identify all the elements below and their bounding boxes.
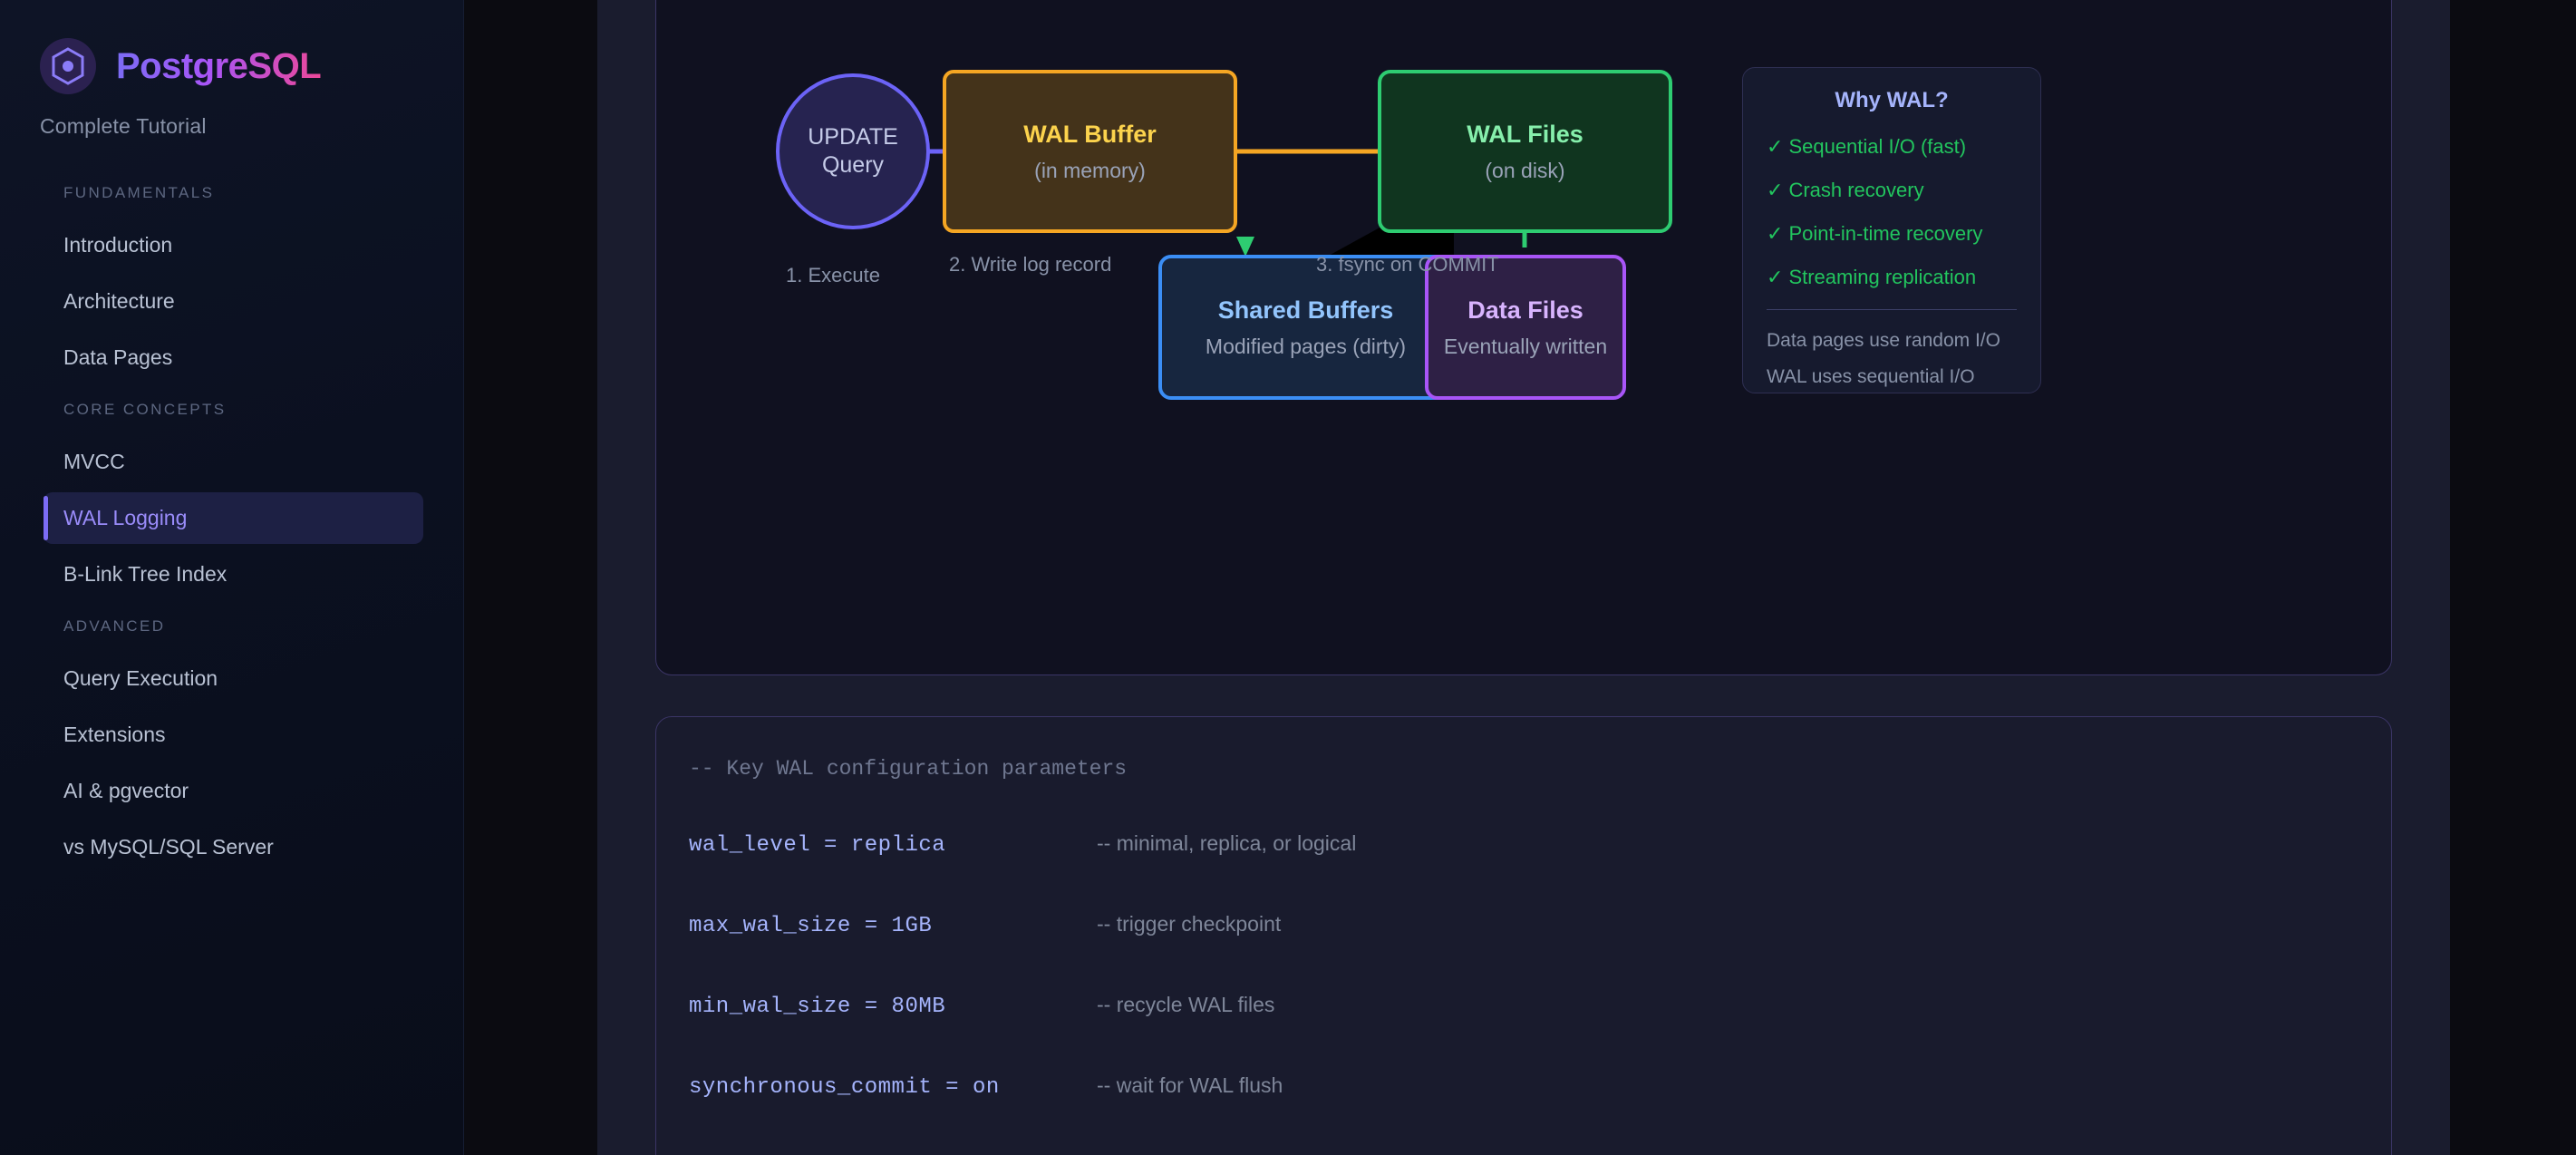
- why-wal-benefit-label: Point-in-time recovery: [1788, 222, 1983, 245]
- node-wal-files-title: WAL Files: [1467, 120, 1583, 148]
- why-wal-benefit: ✓Sequential I/O (fast): [1767, 135, 2017, 159]
- why-wal-benefit-label: Crash recovery: [1788, 179, 1924, 201]
- why-wal-card: Why WAL? ✓Sequential I/O (fast) ✓Crash r…: [1742, 67, 2041, 393]
- code-comment: -- recycle WAL files: [1097, 993, 1275, 1016]
- edge-label-write-log-record: 2. Write log record: [949, 253, 1112, 276]
- code-comment: -- trigger checkpoint: [1097, 912, 1282, 936]
- node-shared-buffers[interactable]: Shared Buffers Modified pages (dirty): [1158, 255, 1453, 400]
- node-wal-buffer-subtitle: (in memory): [1034, 159, 1146, 183]
- node-wal-files-subtitle: (on disk): [1485, 159, 1565, 183]
- why-wal-benefit: ✓Point-in-time recovery: [1767, 222, 2017, 246]
- edge-label-fsync-on-commit: 3. fsync on COMMIT: [1316, 253, 1499, 276]
- code-row: max_wal_size = 1GB -- trigger checkpoint: [689, 912, 2364, 938]
- why-wal-benefit-label: Sequential I/O (fast): [1788, 135, 1967, 158]
- check-icon: ✓: [1767, 222, 1784, 245]
- check-icon: ✓: [1767, 179, 1784, 201]
- brand[interactable]: PostgreSQL: [0, 0, 463, 94]
- code-setting: synchronous_commit = on: [689, 1075, 1000, 1100]
- node-shared-buffers-title: Shared Buffers: [1217, 296, 1394, 324]
- node-update-query-subtitle: Query: [821, 152, 885, 178]
- code-row: synchronous_commit = on -- wait for WAL …: [689, 1073, 2364, 1100]
- wal-diagram-panel: UPDATE Query WAL Buffer (in memory) WAL …: [655, 0, 2392, 675]
- sidebar-item-introduction[interactable]: Introduction: [63, 233, 173, 257]
- node-wal-files[interactable]: WAL Files (on disk): [1378, 70, 1672, 233]
- sidebar-item-architecture[interactable]: Architecture: [63, 289, 175, 313]
- why-wal-benefit: ✓Crash recovery: [1767, 179, 2017, 202]
- wal-flow-diagram: UPDATE Query WAL Buffer (in memory) WAL …: [656, 0, 2391, 675]
- node-data-files-subtitle: Eventually written: [1443, 335, 1608, 359]
- sidebar-item-data-pages[interactable]: Data Pages: [63, 345, 173, 369]
- node-data-files[interactable]: Data Files Eventually written: [1425, 255, 1626, 400]
- sidebar-item-query-execution[interactable]: Query Execution: [63, 666, 218, 690]
- nav-section-fundamentals: FUNDAMENTALS: [63, 184, 215, 201]
- why-wal-note: WAL uses sequential I/O: [1767, 366, 1975, 387]
- sidebar-gutter: [464, 0, 597, 1155]
- why-wal-benefit-label: Streaming replication: [1788, 266, 1977, 288]
- hexagon-dot-icon: [40, 38, 96, 94]
- node-wal-buffer[interactable]: WAL Buffer (in memory): [943, 70, 1237, 233]
- sidebar-nav: FUNDAMENTALS Introduction Architecture D…: [0, 171, 463, 873]
- code-row: min_wal_size = 80MB -- recycle WAL files: [689, 993, 2364, 1019]
- sidebar-item-wal-logging[interactable]: WAL Logging: [44, 492, 423, 544]
- code-setting: max_wal_size = 1GB: [689, 914, 933, 938]
- edge-label-execute: 1. Execute: [786, 264, 880, 286]
- sidebar: PostgreSQL Complete Tutorial FUNDAMENTAL…: [0, 0, 464, 1155]
- divider: [1767, 309, 2017, 310]
- code-block: -- Key WAL configuration parameters wal_…: [689, 757, 2364, 1154]
- main-gutter-right: [2450, 0, 2576, 1155]
- check-icon: ✓: [1767, 135, 1784, 158]
- sidebar-item-vs-mysql-sql-server[interactable]: vs MySQL/SQL Server: [63, 835, 274, 859]
- code-row: wal_level = replica -- minimal, replica,…: [689, 831, 2364, 858]
- node-shared-buffers-subtitle: Modified pages (dirty): [1205, 335, 1407, 359]
- why-wal-title: Why WAL?: [1835, 88, 1949, 112]
- code-comment: -- minimal, replica, or logical: [1097, 831, 1357, 855]
- sidebar-item-b-link-tree-index[interactable]: B-Link Tree Index: [63, 562, 228, 586]
- code-setting: wal_level = replica: [689, 833, 946, 858]
- node-data-files-title: Data Files: [1467, 296, 1583, 324]
- code-header-comment: -- Key WAL configuration parameters: [689, 757, 1128, 781]
- check-icon: ✓: [1767, 266, 1784, 288]
- sidebar-item-mvcc[interactable]: MVCC: [63, 450, 125, 473]
- code-comment: -- wait for WAL flush: [1097, 1073, 1283, 1097]
- main-content: UPDATE Query WAL Buffer (in memory) WAL …: [597, 0, 2450, 1155]
- node-update-query-title: UPDATE: [808, 123, 898, 150]
- nav-section-advanced: ADVANCED: [63, 617, 166, 635]
- why-wal-benefit: ✓Streaming replication: [1767, 266, 2017, 289]
- sidebar-item-extensions[interactable]: Extensions: [63, 723, 166, 746]
- wal-config-code-panel: -- Key WAL configuration parameters wal_…: [655, 716, 2392, 1155]
- nav-section-core-concepts: CORE CONCEPTS: [63, 401, 227, 418]
- node-wal-buffer-title: WAL Buffer: [1023, 120, 1157, 148]
- node-update-query[interactable]: UPDATE Query: [776, 73, 930, 229]
- sidebar-item-ai-pgvector[interactable]: AI & pgvector: [63, 779, 189, 802]
- code-setting: min_wal_size = 80MB: [689, 995, 946, 1019]
- brand-subtitle: Complete Tutorial: [40, 114, 207, 138]
- page-title: PostgreSQL: [116, 45, 322, 86]
- why-wal-note: Data pages use random I/O: [1767, 330, 2000, 351]
